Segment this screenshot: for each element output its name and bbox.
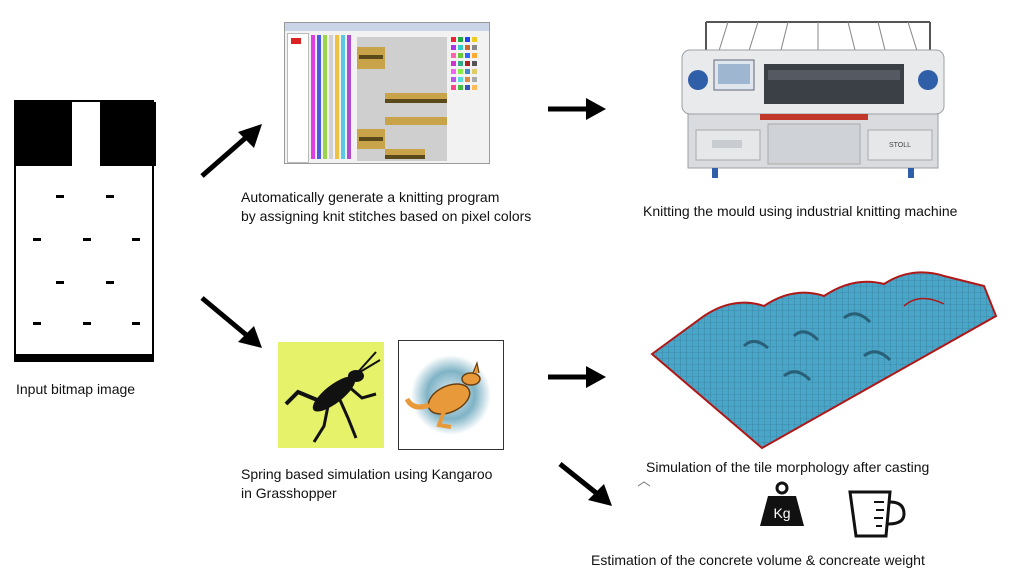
- bitmap-black-block-left: [16, 102, 72, 166]
- bitmap-caption: Input bitmap image: [16, 381, 136, 397]
- knitting-program-screenshot: [284, 22, 490, 164]
- stitch-color-palette: [451, 37, 487, 147]
- stitch-pattern-grid: [357, 37, 447, 161]
- kangaroo-icon: [404, 355, 491, 435]
- program-color-columns: [311, 35, 355, 159]
- industrial-knitting-machine: STOLL: [681, 21, 945, 178]
- bitmap-pixel: [106, 195, 114, 198]
- bitmap-pixel: [56, 281, 64, 284]
- bitmap-bottom-edge: [16, 354, 152, 360]
- bitmap-pixel: [132, 322, 140, 325]
- machine-caption: Knitting the mould using industrial knit…: [643, 203, 958, 219]
- grasshopper-logo: [278, 342, 384, 448]
- bitmap-pixel: [106, 281, 114, 284]
- arrow-right-icon: [548, 98, 606, 120]
- measuring-cup-icon: [848, 490, 906, 538]
- arrow-down-right-icon: [200, 296, 262, 348]
- kangaroo-logo: [398, 340, 504, 450]
- small-marker-icon: [637, 481, 651, 487]
- weight-kg-label: Kg: [773, 505, 790, 521]
- program-caption-line1: Automatically generate a knitting progra…: [241, 189, 500, 205]
- program-caption-line2: by assigning knit stitches based on pixe…: [241, 208, 532, 224]
- bitmap-pixel: [33, 322, 41, 325]
- bitmap-black-block-right: [100, 102, 156, 166]
- simulation-caption-line1: Spring based simulation using Kangaroo: [241, 466, 493, 482]
- machine-brand-label: STOLL: [889, 142, 911, 149]
- bitmap-pixel: [83, 322, 91, 325]
- morphology-caption: Simulation of the tile morphology after …: [646, 459, 930, 475]
- tile-morphology-surface: [650, 271, 998, 450]
- grasshopper-icon: [284, 351, 381, 443]
- estimation-caption: Estimation of the concrete volume & conc…: [591, 552, 925, 568]
- window-title-bar: [285, 23, 489, 31]
- weight-kg-icon: Kg: [760, 481, 804, 526]
- arrow-right-icon: [548, 366, 606, 388]
- simulation-caption-line2: in Grasshopper: [241, 485, 337, 501]
- input-bitmap-image: [14, 100, 156, 362]
- bitmap-pixel: [83, 238, 91, 241]
- arrow-down-right-icon: [558, 462, 612, 506]
- program-tool-panel: [287, 33, 309, 163]
- arrow-up-right-icon: [200, 124, 262, 178]
- bitmap-pixel: [33, 238, 41, 241]
- bitmap-pixel: [132, 238, 140, 241]
- bitmap-pixel: [56, 195, 64, 198]
